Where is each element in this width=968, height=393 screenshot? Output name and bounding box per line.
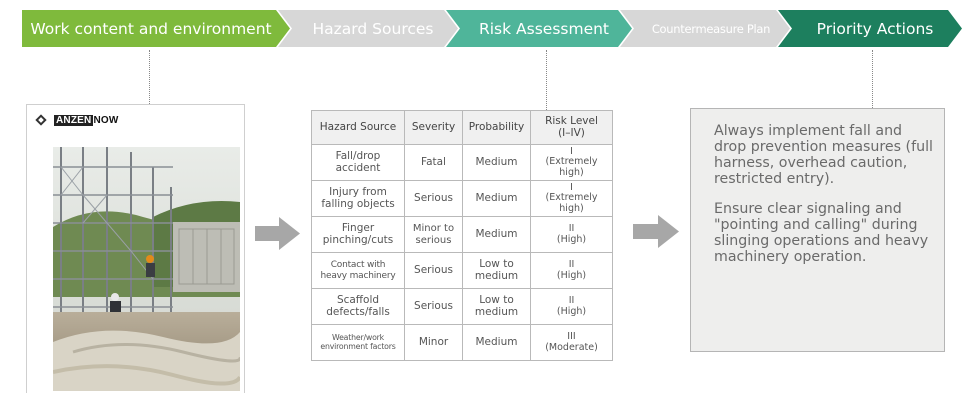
step-risk-assessment: Risk Assessment [446, 10, 632, 47]
cell-risk-level: II (High) [530, 216, 613, 253]
cell-probability: Medium [462, 324, 531, 361]
risk-assessment-table: Hazard Source Severity Probability Risk … [311, 110, 613, 361]
cell-probability: Low to medium [462, 288, 531, 325]
priority-actions-box: Always implement fall and drop preventio… [690, 108, 945, 352]
cell-hazard: Finger pinching/cuts [311, 216, 405, 253]
cell-hazard: Scaffold defects/falls [311, 288, 405, 325]
construction-site-photo [53, 147, 240, 391]
connector-line [546, 50, 547, 110]
cell-severity: Serious [404, 288, 463, 325]
process-steps: Work content and environment Hazard Sour… [22, 10, 962, 47]
priority-action-text: Ensure clear signaling and "pointing and… [714, 201, 929, 266]
connector-line [872, 50, 873, 108]
cell-risk-level: I (Extremely high) [530, 144, 613, 181]
cell-severity: Serious [404, 252, 463, 289]
cell-severity: Serious [404, 180, 463, 217]
cell-severity: Fatal [404, 144, 463, 181]
col-header-hazard-source: Hazard Source [311, 110, 405, 145]
col-header-severity: Severity [404, 110, 463, 145]
table-row: Injury from falling objects Serious Medi… [311, 180, 613, 217]
logo-diamond-icon [35, 114, 48, 127]
priority-action-text: Always implement fall and drop preventio… [714, 123, 933, 188]
cell-hazard: Injury from falling objects [311, 180, 405, 217]
table-row: Fall/drop accident Fatal Medium I (Extre… [311, 144, 613, 181]
cell-probability: Low to medium [462, 252, 531, 289]
cell-probability: Medium [462, 180, 531, 217]
cell-risk-level: I (Extremely high) [530, 180, 613, 217]
cell-severity: Minor to serious [404, 216, 463, 253]
cell-hazard: Weather/work environment factors [311, 324, 405, 361]
step-hazard-sources: Hazard Sources [278, 10, 458, 47]
table-row: Weather/work environment factors Minor M… [311, 324, 613, 361]
col-header-risk-level: Risk Level (I–IV) [530, 110, 613, 145]
step-label: Countermeasure Plan [651, 21, 771, 36]
cell-hazard: Fall/drop accident [311, 144, 405, 181]
step-work-content: Work content and environment [22, 10, 290, 47]
table-row: Scaffold defects/falls Serious Low to me… [311, 288, 613, 325]
arrow-right-icon [255, 217, 300, 250]
cell-risk-level: II (High) [530, 288, 613, 325]
table-header-row: Hazard Source Severity Probability Risk … [311, 110, 613, 145]
step-label: Hazard Sources [312, 19, 434, 38]
cell-risk-level: II (High) [530, 252, 613, 289]
step-countermeasure-plan: Countermeasure Plan [620, 10, 790, 47]
table-row: Contact with heavy machinery Serious Low… [311, 252, 613, 289]
col-header-probability: Probability [462, 110, 531, 145]
step-priority-actions: Priority Actions [778, 10, 962, 47]
table-row: Finger pinching/cuts Minor to serious Me… [311, 216, 613, 253]
arrow-right-icon [633, 215, 679, 248]
cell-probability: Medium [462, 144, 531, 181]
connector-line [149, 50, 150, 104]
step-label: Work content and environment [30, 19, 272, 38]
cell-hazard: Contact with heavy machinery [311, 252, 405, 289]
cell-severity: Minor [404, 324, 463, 361]
cell-risk-level: III (Moderate) [530, 324, 613, 361]
cell-probability: Medium [462, 216, 531, 253]
step-label: Risk Assessment [478, 19, 610, 38]
step-label: Priority Actions [816, 19, 934, 38]
